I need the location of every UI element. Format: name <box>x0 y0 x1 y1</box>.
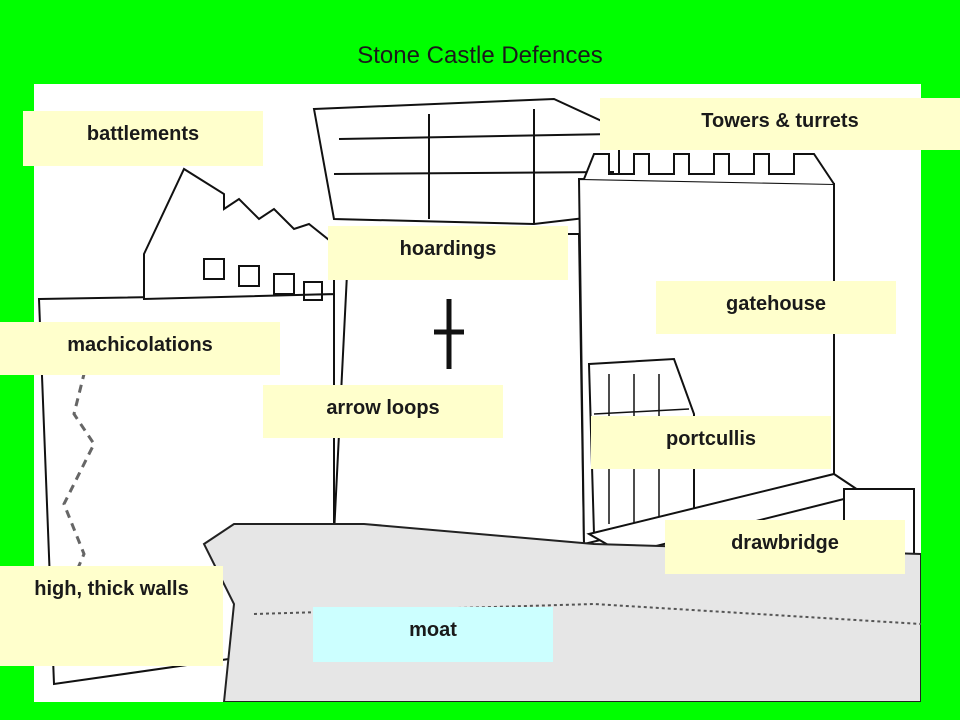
label-drawbridge: drawbridge <box>665 520 905 574</box>
label-portcullis: portcullis <box>591 416 831 469</box>
hoardings-structure <box>312 97 620 226</box>
label-arrow-loops: arrow loops <box>263 385 503 438</box>
label-gatehouse: gatehouse <box>656 281 896 334</box>
moat-bed <box>253 602 921 625</box>
left-battlements <box>143 167 335 301</box>
label-walls: high, thick walls <box>0 566 223 666</box>
machicolation-slots <box>203 258 323 301</box>
right-battlements <box>583 153 835 185</box>
diagram-title: Stone Castle Defences <box>357 42 603 69</box>
label-towers-turrets: Towers & turrets <box>600 98 960 150</box>
cross-arrow-loop <box>434 299 464 369</box>
label-hoardings: hoardings <box>328 226 568 280</box>
label-moat: moat <box>313 607 553 662</box>
label-machicolations: machicolations <box>0 322 280 375</box>
label-battlements: battlements <box>23 111 263 166</box>
